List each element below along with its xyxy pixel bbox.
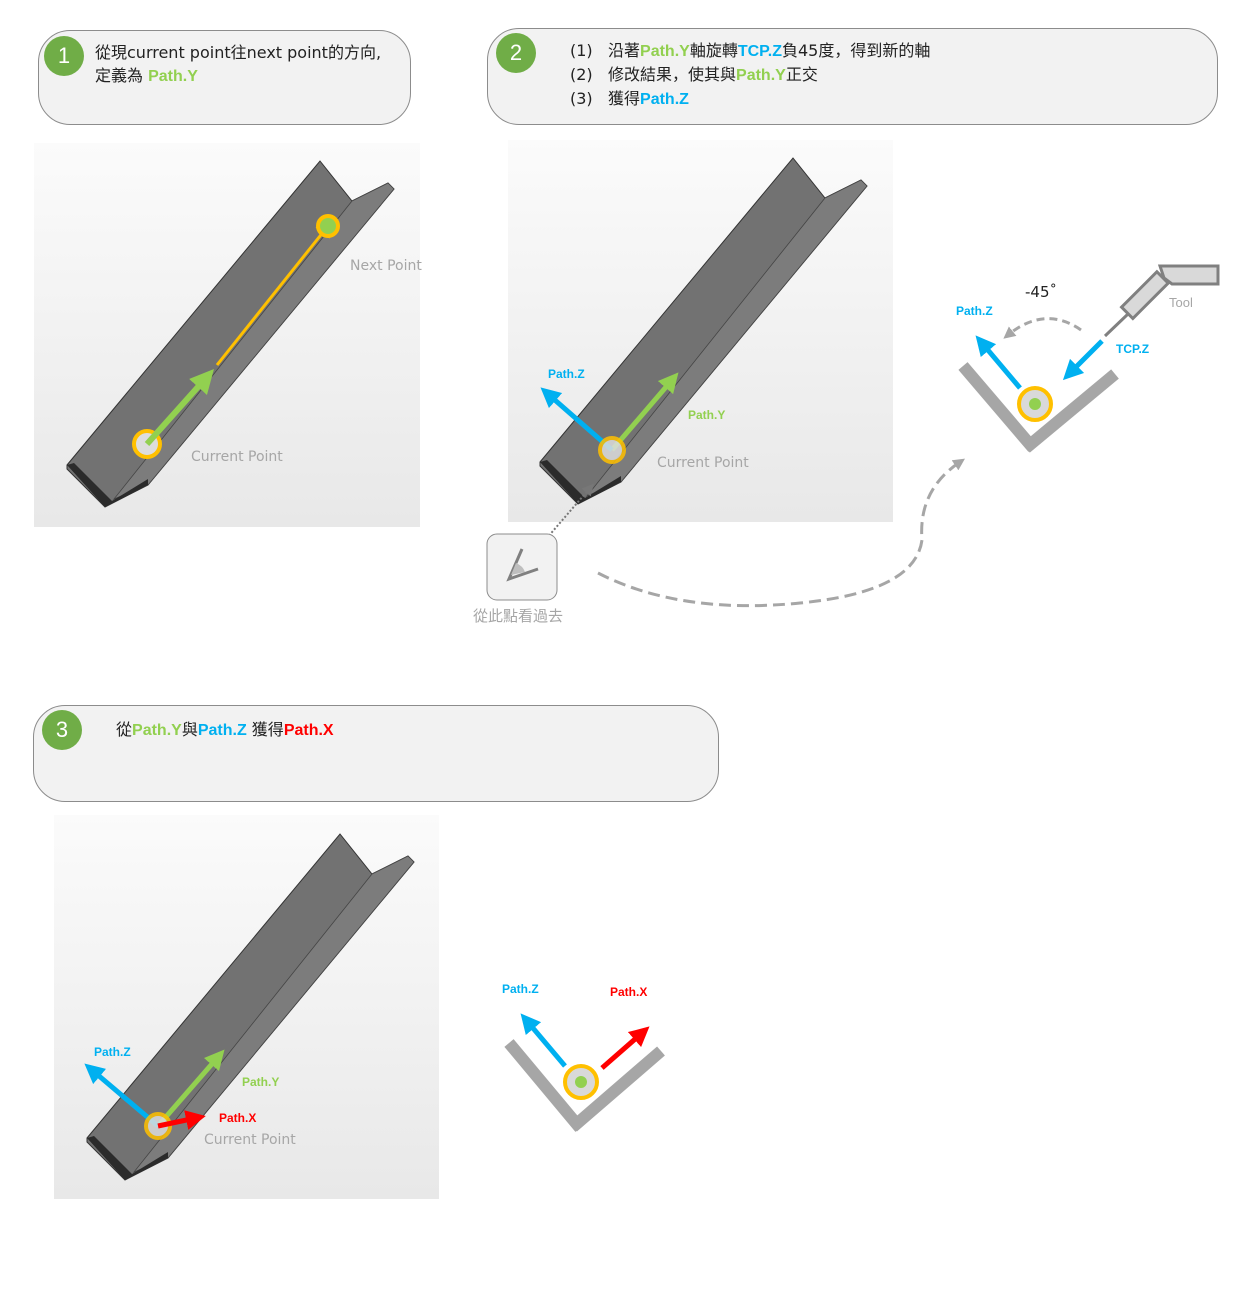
tcp-z-arrow xyxy=(1062,339,1104,381)
path-x-arrow xyxy=(600,1026,650,1070)
eye-view-icon xyxy=(506,548,539,582)
path-z-label: Path.Z xyxy=(502,982,539,996)
path-y-label: Path.Y xyxy=(640,43,690,60)
step2-item-3: (3) 獲得Path.Z xyxy=(570,87,930,111)
step2-badge: 2 xyxy=(496,33,536,73)
path-x-arrow xyxy=(157,1110,206,1130)
step3-badge: 3 xyxy=(42,710,82,750)
step1-line1: 從現current point往next point的方向, xyxy=(95,43,382,62)
step3-text: 從Path.Y與Path.Z 獲得Path.X xyxy=(116,718,334,742)
text: 負45度，得到新的軸 xyxy=(781,41,931,60)
view-from-here-label: 從此點看過去 xyxy=(473,607,563,625)
path-z-label: Path.Z xyxy=(640,91,689,108)
path-z-arrow xyxy=(975,335,1022,390)
panel-2-beam-view: Path.Z Path.Y Current Point xyxy=(508,140,893,522)
step2-box xyxy=(487,28,1218,125)
path-x-label: Path.X xyxy=(219,1111,256,1125)
next-point-marker xyxy=(316,214,340,238)
cross-section-rotation: Tool -45˚ Path.Z TCP.Z xyxy=(956,264,1220,453)
path-z-label: Path.Z xyxy=(197,722,247,739)
path-y-arrow xyxy=(156,1049,225,1128)
path-y-arrow xyxy=(144,369,214,446)
path-y-label: Path.Y xyxy=(242,1075,279,1089)
tcp-z-label: TCP.Z xyxy=(1116,342,1149,356)
path-y-label: Path.Y xyxy=(132,722,182,739)
text: 沿著 xyxy=(608,41,641,60)
direction-line xyxy=(215,218,334,366)
tool-tip xyxy=(1103,312,1130,338)
tool-label: Tool xyxy=(1169,295,1193,310)
path-z-label: Path.Z xyxy=(94,1045,131,1059)
text: 軸旋轉 xyxy=(689,41,738,60)
path-y-label: Path.Y xyxy=(688,408,725,422)
step2-item-1: (1) 沿著Path.Y軸旋轉TCP.Z負45度，得到新的軸 xyxy=(570,39,930,63)
rotation-arc xyxy=(1003,317,1082,339)
path-x-label: Path.X xyxy=(610,985,647,999)
current-point-label: Current Point xyxy=(657,455,749,471)
path-x-label: Path.X xyxy=(283,722,334,739)
eye-view-icon-button xyxy=(486,533,558,601)
view-transition-arrow xyxy=(597,458,965,608)
path-y-label: Path.Y xyxy=(736,67,786,84)
path-z-label: Path.Z xyxy=(548,367,585,381)
path-y-arrow xyxy=(610,372,679,452)
step1-prefix: 定義為 xyxy=(95,66,149,85)
item-number: (1) xyxy=(570,41,593,60)
panel-1-beam-view: Next Point Current Point xyxy=(34,143,422,527)
text: 與 xyxy=(181,720,198,739)
path-z-arrow xyxy=(540,387,614,452)
angle-label: -45˚ xyxy=(1025,283,1057,301)
path-y-label: Path.Y xyxy=(148,68,198,85)
panel-3-beam-view: Path.Z Path.Y Path.X Current Point xyxy=(54,815,439,1199)
path-z-arrow xyxy=(84,1063,160,1128)
text: 修改結果，使其與 xyxy=(608,65,737,84)
step2-text: (1)沿著Path.Y軸旋轉TCP.Z負45度，得到新的軸 (2)修改結果，使其… xyxy=(570,39,930,111)
text: 正交 xyxy=(785,65,818,84)
current-point-label: Current Point xyxy=(204,1132,296,1148)
step1-box xyxy=(38,30,411,125)
step1-text: 從現current point往next point的方向, 定義為 Path.… xyxy=(95,41,381,88)
step1-line2: 定義為 Path.Y xyxy=(95,64,381,88)
item-number: (2) xyxy=(570,65,593,84)
next-point-label: Next Point xyxy=(350,258,422,274)
tcp-z-label: TCP.Z xyxy=(737,43,782,60)
step1-badge: 1 xyxy=(44,36,84,76)
current-point-marker xyxy=(598,436,626,464)
current-point-label: Current Point xyxy=(191,449,283,465)
path-z-arrow xyxy=(520,1013,567,1068)
step2-item-2: (2) 修改結果，使其與Path.Y正交 xyxy=(570,63,930,87)
step3-box xyxy=(33,705,719,802)
path-z-label: Path.Z xyxy=(956,304,993,318)
cross-section-result: Path.Z Path.X xyxy=(502,982,665,1132)
item-number: (3) xyxy=(570,89,593,108)
text: 從 xyxy=(116,720,133,739)
tool-icon xyxy=(1119,269,1171,321)
text: 獲得 xyxy=(246,720,284,739)
text: 獲得 xyxy=(608,89,641,108)
